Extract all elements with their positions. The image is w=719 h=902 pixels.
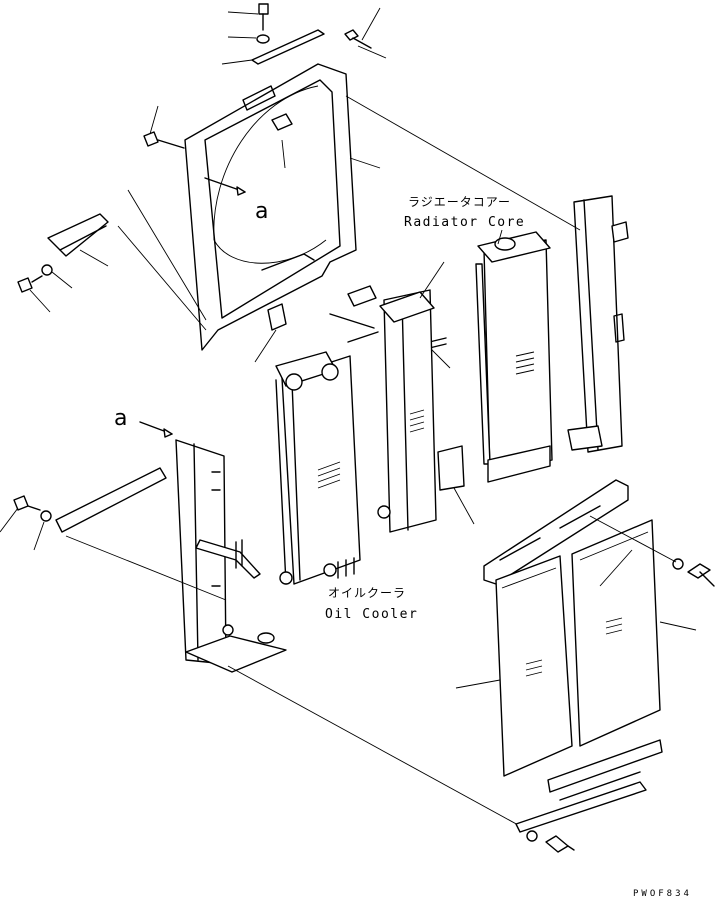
radiator-core [475,229,553,483]
top-plate-bracket [221,29,325,65]
door-panel-right [571,519,697,747]
leader-top-bolt [357,45,387,59]
top-bolt [227,3,269,31]
support-arm [55,467,167,533]
leader-shroud-guard [127,189,207,321]
oil-cooler [275,351,361,585]
right-side-bracket [567,195,629,453]
leader-frame-bottom [227,665,521,827]
view-marker-top: a [255,199,268,224]
leader-door-hinge [599,549,633,587]
guard-bolt-washer [17,264,73,313]
oil-cooler-label-en: Oil Cooler [325,607,418,622]
leader-shroud-bracket [345,95,581,231]
door-bottom-rail [515,739,663,833]
radiator-core-label-en: Radiator Core [404,215,525,230]
leader-arm-frame [65,535,227,601]
arm-bolt-washer [0,495,52,551]
lower-support-frame [175,439,287,673]
view-arrow-a-left: a [114,406,173,438]
radiator-core-label-jp: ラジエータコアー [408,195,511,209]
oil-cooler-label-jp: オイルクーラ [328,586,406,600]
left-bolt-shroud [143,105,185,149]
top-washer [227,34,270,44]
fan-shroud [184,63,381,363]
drawing-code: PWOF834 [633,889,692,899]
view-marker-left: a [114,406,127,431]
leader-shroud-guard-2 [117,225,207,331]
small-plate [437,445,475,525]
door-top-bracket [483,479,629,585]
bottom-bolt-washer [526,830,575,853]
view-arrow-a-top: a [204,177,268,224]
condenser-core [377,261,445,533]
side-guard [47,213,109,267]
right-bolt-washer [589,515,715,587]
top-right-bolt [344,7,381,49]
door-panel-left [455,555,573,777]
